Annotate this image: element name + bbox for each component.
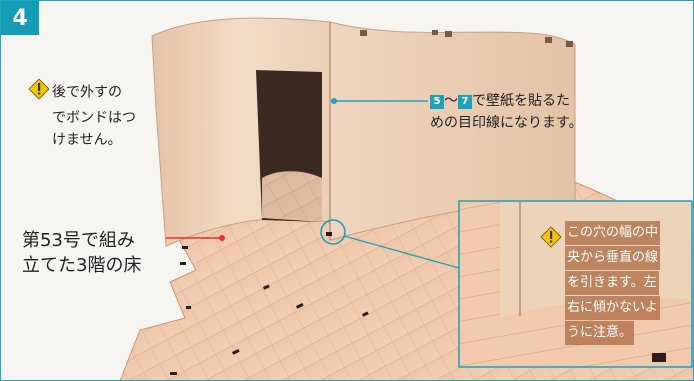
floor-caption-line-1: 第53号で組み — [22, 230, 135, 251]
warning-note-text-1: 後で外すの — [52, 84, 122, 101]
step-number-badge: 4 — [1, 1, 39, 35]
floor-caption-line-2: 立てた3階の床 — [22, 255, 142, 276]
step-ref-badge-start: 5 — [430, 95, 444, 109]
warning-note-line-1: 後で外すの — [28, 78, 136, 107]
marker-line-note-text-1: で壁紙を貼るた — [472, 93, 570, 109]
step-ref-badge-end: 7 — [458, 95, 472, 109]
warning-note-left: 後で外すの でボンドはつ けません。 — [28, 78, 136, 151]
detail-note-line-3: を引きます。左 — [565, 271, 659, 295]
marker-line-note-line-2: めの目印線になります。 — [430, 115, 583, 131]
detail-note-line-1: この穴の幅の中 — [565, 221, 661, 245]
warning-diamond-icon — [540, 226, 562, 252]
warning-diamond-icon — [28, 78, 50, 107]
warning-note-line-3: けません。 — [52, 132, 122, 148]
detail-note-line-5: うに注意。 — [565, 321, 635, 345]
detail-note-line-4: 右に傾かないよ — [565, 296, 660, 320]
warning-note-line-2: でボンドはつ — [52, 110, 136, 126]
floor-caption: 第53号で組み 立てた3階の床 — [22, 228, 141, 278]
detail-note-line-2: 央から垂直の線 — [565, 246, 661, 270]
range-connector: ～ — [444, 93, 458, 109]
detail-warning-note: この穴の幅の中 央から垂直の線 を引きます。左 右に傾かないよ うに注意。 — [565, 221, 661, 346]
